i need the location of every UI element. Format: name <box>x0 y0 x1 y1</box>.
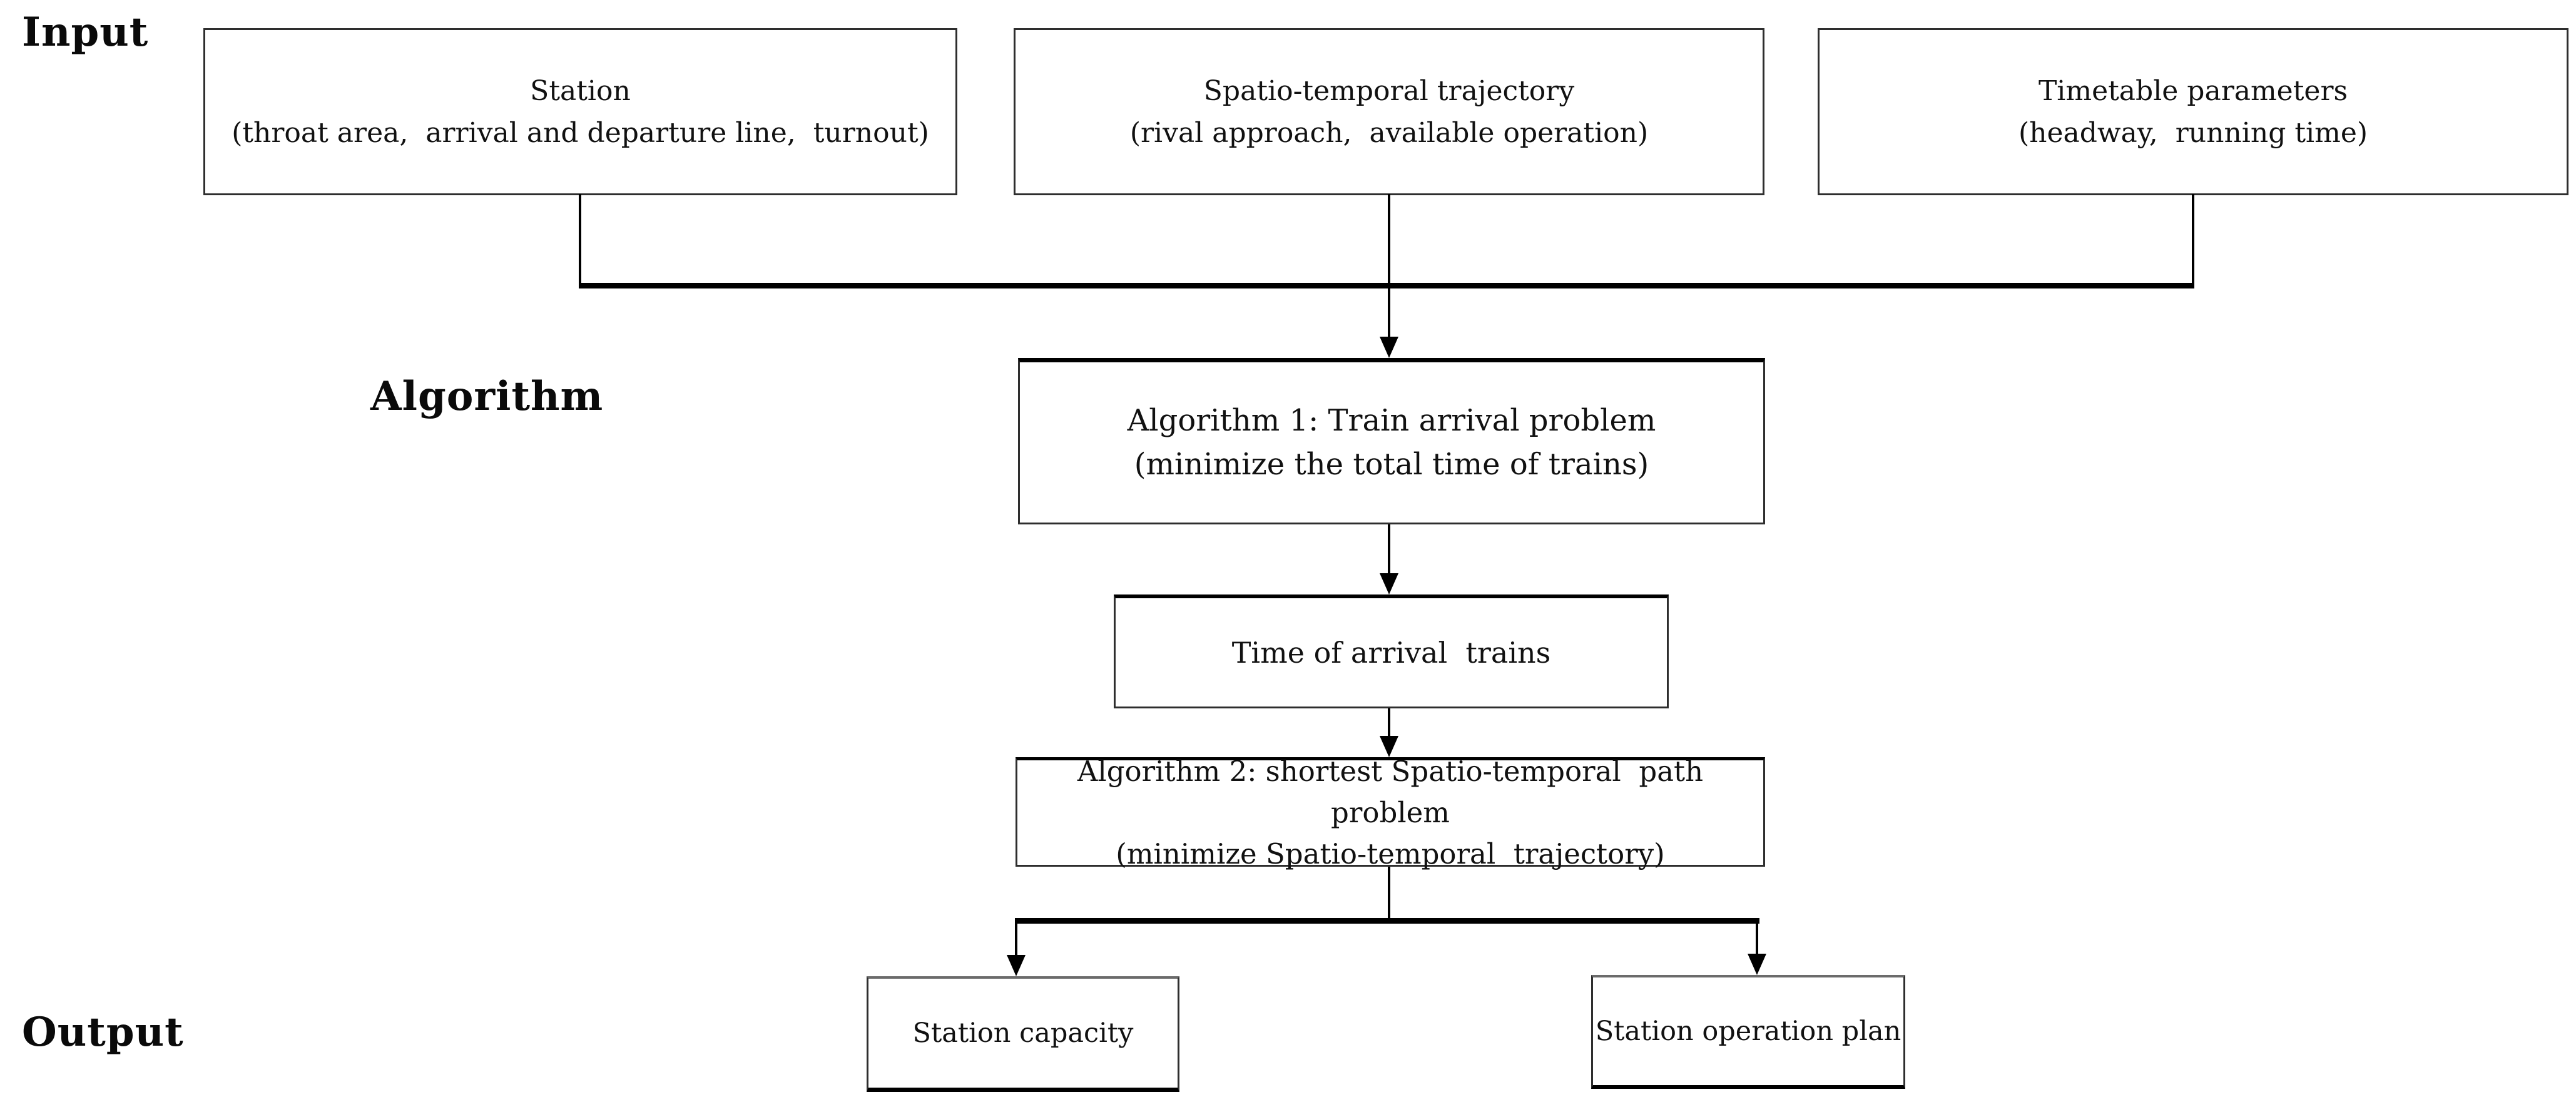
algorithm-section-label: Algorithm <box>370 373 604 420</box>
algorithm1-box: Algorithm 1: Train arrival problem (mini… <box>1018 358 1765 524</box>
time-of-arrival-trains-box: Time of arrival trains <box>1114 594 1669 708</box>
collector-to-algorithm1-line <box>1388 287 1390 340</box>
algorithm2-arrowhead-icon <box>1380 736 1398 757</box>
time-to-algorithm2-line <box>1388 708 1390 740</box>
timetable-parameters-box: Timetable parameters (headway, running t… <box>1818 28 2568 195</box>
station-capacity-box: Station capacity <box>867 976 1179 1092</box>
algorithm2-to-split-line <box>1388 867 1390 921</box>
station-box-subtitle: (throat area, arrival and departure line… <box>232 116 929 149</box>
station-operation-plan-box: Station operation plan <box>1591 975 1905 1089</box>
spatio-temporal-trajectory-box-subtitle: (rival approach, available operation) <box>1129 116 1649 149</box>
station-operation-plan-arrowhead-icon <box>1748 954 1766 975</box>
station-capacity-box-title: Station capacity <box>912 1018 1134 1049</box>
time-box-arrowhead-icon <box>1380 573 1398 594</box>
timetable-drop-line <box>2192 194 2194 287</box>
station-drop-line <box>579 194 581 287</box>
trajectory-drop-line <box>1388 194 1390 287</box>
station-box: Station (throat area, arrival and depart… <box>203 28 957 195</box>
station-box-title: Station <box>530 74 631 107</box>
spatio-temporal-trajectory-box: Spatio-temporal trajectory (rival approa… <box>1014 28 1764 195</box>
output-section-label: Output <box>22 1009 184 1056</box>
algorithm1-arrowhead-icon <box>1380 337 1398 358</box>
station-capacity-arrowhead-icon <box>1007 955 1026 976</box>
algorithm1-box-subtitle: (minimize the total time of trains) <box>1134 447 1649 482</box>
output-split-line <box>1015 918 1759 924</box>
input-collector-line <box>579 283 2194 288</box>
time-of-arrival-trains-box-title: Time of arrival trains <box>1231 635 1551 670</box>
algorithm1-to-time-line <box>1388 524 1390 577</box>
algorithm2-box: Algorithm 2: shortest Spatio-temporal pa… <box>1016 755 1765 870</box>
algorithm2-box-subtitle: (minimize Spatio-temporal trajectory) <box>1116 837 1665 870</box>
station-operation-plan-box-title: Station operation plan <box>1595 1016 1901 1047</box>
algorithm1-box-title: Algorithm 1: Train arrival problem <box>1127 403 1656 438</box>
input-section-label: Input <box>22 9 149 56</box>
split-to-capacity-line <box>1015 920 1017 959</box>
split-to-operation-plan-line <box>1756 920 1758 957</box>
algorithm2-box-title: Algorithm 2: shortest Spatio-temporal pa… <box>1077 754 1721 829</box>
spatio-temporal-trajectory-box-title: Spatio-temporal trajectory <box>1203 74 1575 107</box>
timetable-parameters-box-subtitle: (headway, running time) <box>2018 116 2368 149</box>
timetable-parameters-box-title: Timetable parameters <box>2038 74 2348 107</box>
